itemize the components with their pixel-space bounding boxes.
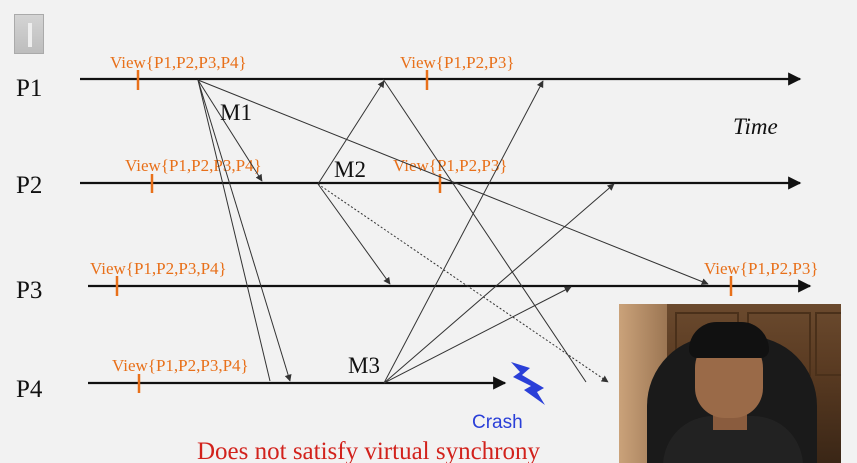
- footnote: Does not satisfy virtual synchrony: [197, 438, 541, 463]
- m3-arrow-to-p2: [383, 183, 615, 384]
- m2-arrow-to-p4-dashed: [317, 183, 609, 383]
- time-label: Time: [733, 114, 778, 139]
- view-label-p1-new: View{P1,P2,P3}: [400, 53, 514, 72]
- view-label-p3-initial: View{P1,P2,P3,P4}: [90, 259, 227, 278]
- m1-arrow-to-p4: [197, 79, 292, 382]
- process-label-p3: P3: [16, 277, 42, 304]
- view-label-p2-initial: View{P1,P2,P3,P4}: [125, 156, 262, 175]
- m3-arrow-to-p1: [383, 80, 544, 384]
- m2-arrow-to-p3: [317, 183, 391, 285]
- process-label-p4: P4: [16, 376, 43, 403]
- lightning-bolt-icon: [511, 362, 545, 405]
- presenter-hair: [689, 322, 769, 358]
- message-label-m1: M1: [220, 100, 252, 125]
- crossing-line-p1-to-p4: [382, 78, 587, 383]
- process-label-p2: P2: [16, 172, 42, 199]
- m1-arrow-extra: [197, 79, 271, 382]
- view-label-p3-new: View{P1,P2,P3}: [704, 259, 818, 278]
- slide-icon: [14, 14, 44, 54]
- view-label-p1-initial: View{P1,P2,P3,P4}: [110, 53, 247, 72]
- m2-arrow-to-p1: [317, 80, 385, 185]
- m1-arrow-to-p3: [197, 79, 709, 285]
- process-label-p1: P1: [16, 75, 42, 102]
- view-label-p2-new: View{P1,P2,P3}: [393, 156, 507, 175]
- presenter-video-icon: [619, 304, 841, 463]
- view-label-p4-initial: View{P1,P2,P3,P4}: [112, 356, 249, 375]
- message-label-m2: M2: [334, 157, 366, 182]
- m3-arrow-to-p3: [383, 286, 572, 384]
- m1-arrow-to-p2: [197, 79, 263, 182]
- message-label-m3: M3: [348, 353, 380, 378]
- cabinet-panel: [815, 312, 841, 376]
- crash-label: Crash: [472, 412, 523, 433]
